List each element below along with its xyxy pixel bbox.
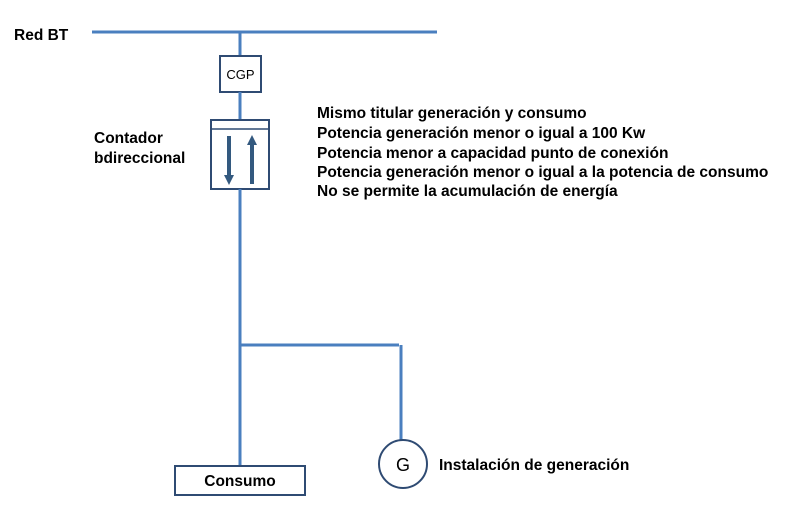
- condition-item: Potencia generación menor o igual a 100 …: [317, 125, 646, 142]
- conditions-list: Mismo titular generación y consumo Poten…: [317, 105, 768, 200]
- generator-symbol: G: [396, 455, 410, 475]
- meter-label-line2: bdireccional: [94, 150, 185, 167]
- consumption-label: Consumo: [204, 473, 275, 490]
- arrow-down-icon: [224, 136, 234, 185]
- condition-item: Potencia menor a capacidad punto de cone…: [317, 145, 668, 162]
- generation-label: Instalación de generación: [439, 457, 629, 474]
- consumption-box: [174, 465, 306, 496]
- generator-circle: [378, 439, 428, 489]
- arrow-up-icon: [247, 135, 257, 184]
- meter-box: [210, 119, 270, 190]
- condition-item: No se permite la acumulación de energía: [317, 183, 618, 200]
- cgp-label: CGP: [226, 67, 254, 82]
- condition-item: Potencia generación menor o igual a la p…: [317, 164, 768, 181]
- cgp-box: [219, 55, 262, 93]
- meter-label-line1: Contador: [94, 130, 163, 147]
- grid-label: Red BT: [14, 27, 69, 44]
- condition-item: Mismo titular generación y consumo: [317, 105, 587, 122]
